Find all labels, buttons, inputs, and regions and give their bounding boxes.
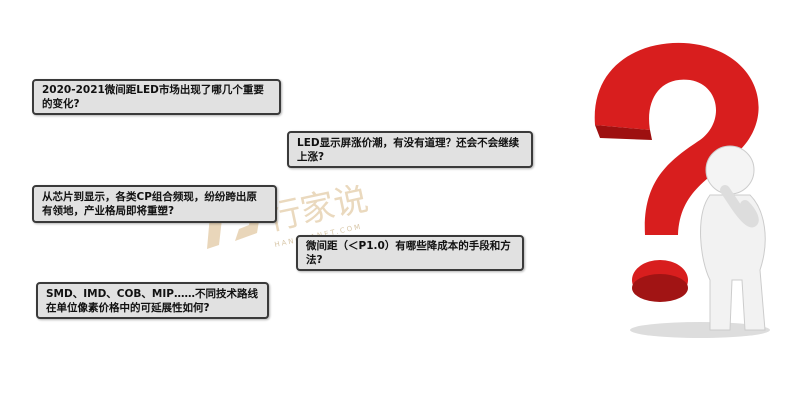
question-mark-figure-illustration bbox=[560, 30, 790, 354]
question-box-4: 微间距（＜P1.0）有哪些降成本的手段和方法? bbox=[296, 235, 524, 271]
question-text: LED显示屏涨价潮，有没有道理？还会不会继续上涨? bbox=[297, 136, 520, 163]
question-text: SMD、IMD、COB、MIP……不同技术路线在单位像素价格中的可延展性如何? bbox=[46, 287, 258, 314]
question-text: 微间距（＜P1.0）有哪些降成本的手段和方法? bbox=[306, 240, 511, 266]
question-box-5: SMD、IMD、COB、MIP……不同技术路线在单位像素价格中的可延展性如何? bbox=[36, 282, 269, 319]
question-text: 从芯片到显示，各类CP组合频现，纷纷跨出原有领地，产业格局即将重塑? bbox=[42, 191, 257, 217]
question-box-2: LED显示屏涨价潮，有没有道理？还会不会继续上涨? bbox=[287, 131, 533, 168]
question-box-3: 从芯片到显示，各类CP组合频现，纷纷跨出原有领地，产业格局即将重塑? bbox=[32, 185, 277, 223]
question-box-1: 2020-2021微间距LED市场出现了哪几个重要的变化? bbox=[32, 79, 281, 115]
question-text: 2020-2021微间距LED市场出现了哪几个重要的变化? bbox=[42, 84, 264, 110]
